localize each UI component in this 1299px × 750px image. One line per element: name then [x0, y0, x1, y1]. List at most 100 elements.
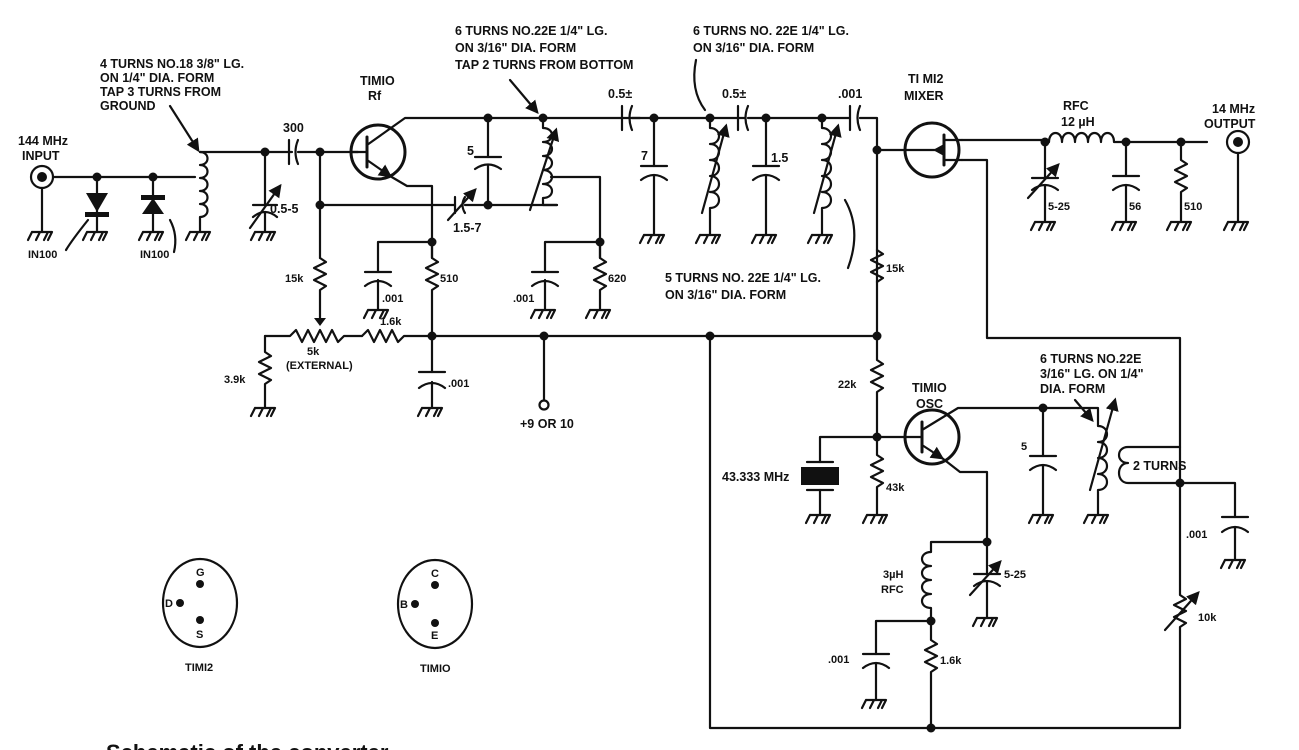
osc-trimmer — [968, 540, 1002, 628]
output-resistor-510 — [1165, 140, 1193, 232]
input-coil-note-3: TAP 3 TURNS FROM — [100, 85, 221, 99]
osc-coil-note-3: DIA. FORM — [1040, 382, 1105, 396]
supply-bypass-cap — [416, 334, 447, 418]
cap-001-label: .001 — [838, 87, 862, 101]
basing-timio — [396, 558, 474, 650]
osc-rfc-label-1: 3µH — [883, 569, 903, 581]
collector-bypass-cap — [529, 240, 602, 320]
ground-return-wire — [708, 334, 933, 730]
osc-coil — [1041, 397, 1119, 525]
link-bypass-label: .001 — [1186, 529, 1207, 541]
rf-transistor-part: TIMIO — [360, 74, 395, 88]
input-coil-note-2: ON 1/4" DIA. FORM — [100, 71, 214, 85]
osc-rfc-label-2: RFC — [881, 584, 904, 596]
osc-resistor-1-6k-label: 1.6k — [940, 655, 962, 667]
mixer-gate-resistor-label: 15k — [886, 263, 905, 275]
base-resistor-label: 15k — [285, 273, 304, 285]
last-coil — [806, 116, 842, 245]
osc-coil-note-1: 6 TURNS NO.22E — [1040, 352, 1141, 366]
timi2-name: TIMI2 — [185, 662, 213, 674]
emitter-resistor-label: 510 — [440, 273, 458, 285]
diode-2-label: IN100 — [140, 249, 169, 261]
emitter-resistor-510 — [424, 240, 440, 338]
output-rfc-label-1: RFC — [1063, 99, 1089, 113]
cap-56 — [1110, 140, 1141, 232]
output-rfc-label-2: 12 µH — [1061, 115, 1095, 129]
resistor-620 — [584, 240, 612, 320]
pot-5k — [263, 328, 364, 344]
rf-coil-note-1: 6 TURNS NO.22E 1/4" LG. — [455, 24, 608, 38]
cap-0-5-b-label: 0.5± — [722, 87, 746, 101]
output-label: 14 MHz — [1212, 102, 1255, 116]
cap-7 — [638, 116, 669, 245]
trimmer-1-5-7-label: 1.5-7 — [453, 221, 482, 235]
supply-terminal[interactable] — [538, 334, 550, 411]
rf-tank-coil — [490, 116, 642, 260]
last-coil-note-2: ON 3/16" DIA. FORM — [665, 288, 786, 302]
cap-7-label: 7 — [641, 149, 648, 163]
osc-resistor-22k-label: 22k — [838, 379, 857, 391]
timi2-pin-g: G — [196, 567, 205, 579]
osc-resistor-1-6k — [923, 619, 939, 730]
timi2-pin-s: S — [196, 629, 203, 641]
link-coil — [1117, 445, 1182, 485]
figure-caption: Schematic of the converter — [106, 740, 389, 750]
coupling-cap-300 — [287, 138, 360, 166]
last-coil-note-1: 5 TURNS NO. 22E 1/4" LG. — [665, 271, 821, 285]
supply-label: +9 OR 10 — [520, 417, 574, 431]
osc-trimmer-label: 5-25 — [1004, 569, 1026, 581]
pot-10k — [930, 481, 1200, 730]
rf-tank-cap — [473, 116, 503, 207]
mixer-part: TI MI2 — [908, 72, 943, 86]
input-coil-note-1: 4 TURNS NO.18 3/8" LG. — [100, 57, 244, 71]
output-label-2: OUTPUT — [1204, 117, 1256, 131]
timio-pin-e: E — [431, 630, 438, 642]
mid-coil-note-2: ON 3/16" DIA. FORM — [693, 41, 814, 55]
osc-coil-note-2: 3/16" LG. ON 1/4" — [1040, 367, 1144, 381]
input-label: 144 MHz — [18, 134, 68, 148]
base-resistor-15k — [312, 256, 328, 322]
input-trimmer — [248, 150, 282, 242]
resistor-620-label: 620 — [608, 273, 626, 285]
pot-label: 5k — [307, 346, 320, 358]
crystal — [801, 435, 879, 525]
coupling-cap-0-5-b — [736, 104, 852, 132]
osc-resistor-43k-label: 43k — [886, 482, 905, 494]
resistor-3-9k — [249, 334, 277, 418]
mixer-fet — [875, 121, 1182, 482]
input-coil-note-4: GROUND — [100, 99, 156, 113]
rf-transistor — [349, 116, 494, 260]
osc-resistor-43k — [861, 435, 889, 525]
osc-tank-cap — [1027, 406, 1058, 525]
link-coil-label: 2 TURNS — [1133, 459, 1186, 473]
mixer-role: MIXER — [904, 89, 944, 103]
cap-300-label: 300 — [283, 121, 304, 135]
collector-bypass-label: .001 — [513, 293, 534, 305]
emitter-bypass-label: .001 — [382, 293, 403, 305]
timio-pin-c: C — [431, 568, 439, 580]
cap-1-5 — [750, 116, 781, 245]
osc-role: OSC — [916, 397, 943, 411]
output-jack — [1222, 129, 1251, 232]
cap-1-5-label: 1.5 — [771, 151, 788, 165]
osc-tank-cap-label: 5 — [1021, 441, 1027, 453]
osc-resistor-22k — [869, 334, 885, 439]
coupling-cap-001 — [848, 104, 879, 338]
osc-bypass-cap — [860, 619, 933, 710]
mid-coil — [694, 116, 730, 245]
cap-56-label: 56 — [1129, 201, 1141, 213]
output-trimmer-label: 5-25 — [1048, 201, 1070, 213]
diode-1 — [81, 175, 109, 242]
diode-1-label: IN100 — [28, 249, 57, 261]
mid-coil-note-1: 6 TURNS NO. 22E 1/4" LG. — [693, 24, 849, 38]
input-jack — [26, 164, 55, 242]
resistor-1-6k-label: 1.6k — [380, 316, 402, 328]
rf-coil-note-3: TAP 2 TURNS FROM BOTTOM — [455, 58, 633, 72]
output-resistor-label: 510 — [1184, 201, 1202, 213]
emitter-bypass-cap — [362, 240, 434, 320]
timi2-pin-d: D — [165, 598, 173, 610]
input-label-2: INPUT — [22, 149, 60, 163]
resistor-1-6k — [360, 328, 434, 344]
timio-pin-b: B — [400, 599, 408, 611]
